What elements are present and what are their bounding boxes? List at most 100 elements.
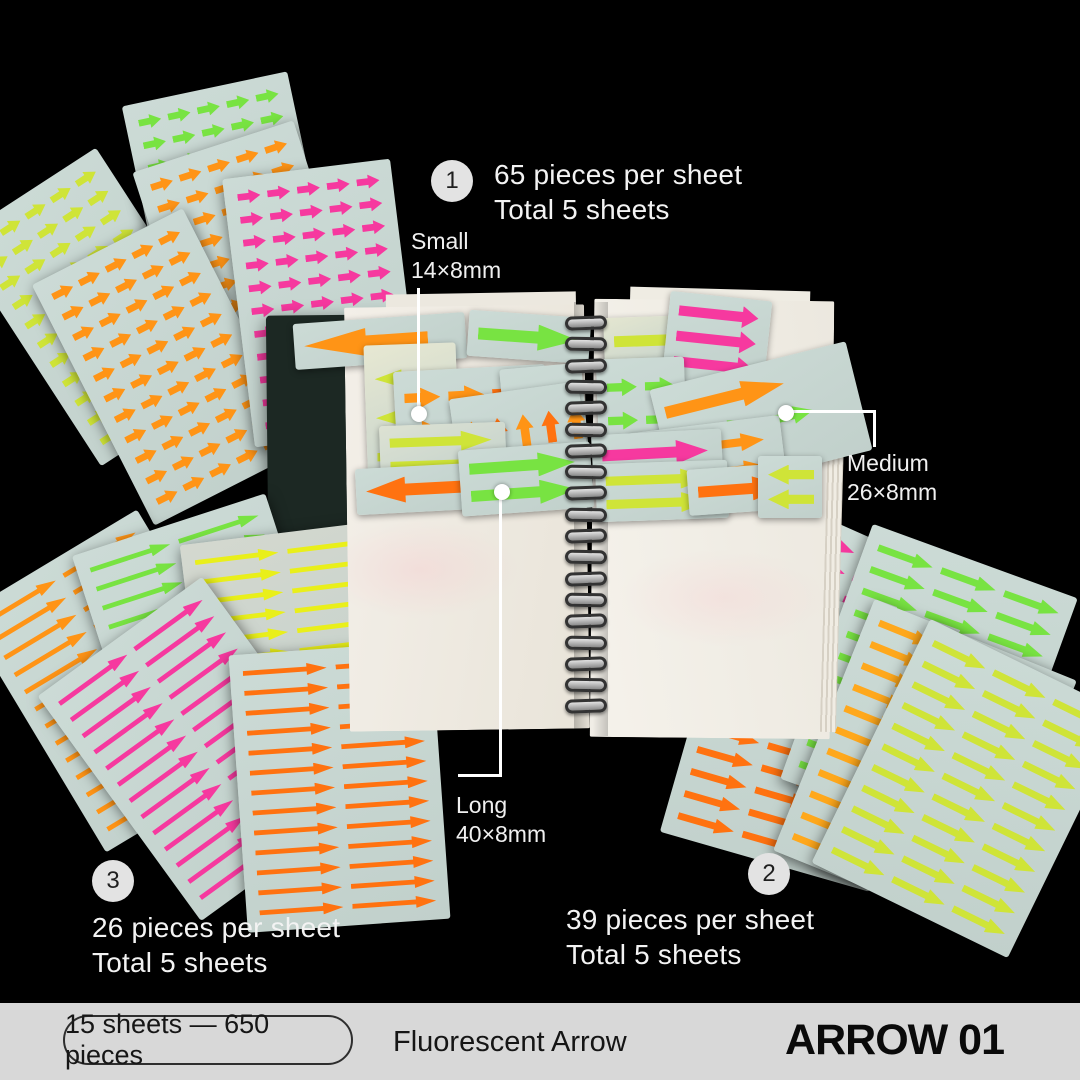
- arrow-sticker: [1001, 586, 1061, 620]
- arrow-row: [477, 320, 579, 353]
- arrow-sticker: [225, 93, 250, 111]
- product-code: ARROW 01: [785, 1016, 1005, 1064]
- spiral-loop: [564, 507, 608, 523]
- arrow-sticker: [349, 855, 434, 873]
- spiral-loop: [564, 635, 608, 650]
- arrow-sticker: [256, 861, 341, 879]
- arrow-sticker: [10, 234, 37, 258]
- arrow-sticker: [76, 267, 103, 290]
- arrow-sticker: [608, 411, 639, 430]
- arrow-sticker: [85, 185, 112, 209]
- arrow-sticker: [689, 764, 749, 794]
- callout-long-line-v: [499, 498, 502, 777]
- arrow-row: [768, 489, 814, 510]
- callout-small-label: Small 14×8mm: [411, 227, 501, 285]
- spiral-loop: [564, 656, 608, 672]
- arrow-sticker: [171, 321, 198, 344]
- callout-small-line: [417, 288, 420, 414]
- arrow-sticker: [160, 431, 187, 454]
- arrow-sticker: [356, 173, 381, 190]
- arrow-sticker: [115, 731, 190, 790]
- callout-long-dot: [494, 484, 510, 500]
- arrow-sticker: [194, 546, 279, 568]
- arrow-sticker: [269, 207, 294, 224]
- arrow-sticker: [224, 424, 251, 447]
- arrow-sticker: [209, 328, 236, 351]
- arrow-sticker: [676, 808, 736, 838]
- arrow-sticker: [113, 274, 140, 297]
- arrow-sticker: [876, 541, 936, 575]
- spec-3-line2: Total 5 sheets: [92, 947, 268, 978]
- arrow-sticker: [359, 196, 384, 213]
- arrow-row: [468, 450, 575, 481]
- arrow-sticker: [107, 328, 134, 351]
- arrow-sticker: [248, 279, 273, 296]
- arrow-sticker: [182, 342, 209, 365]
- arrow-sticker: [122, 424, 149, 447]
- arrow-sticker: [0, 270, 24, 294]
- arrow-sticker: [161, 301, 188, 324]
- arrow-sticker: [254, 821, 339, 839]
- arrow-sticker: [102, 383, 129, 406]
- spec-2-text: 39 pieces per sheet Total 5 sheets: [566, 902, 814, 972]
- arrow-sticker: [341, 735, 426, 753]
- arrow-sticker: [112, 403, 139, 426]
- arrow-sticker: [361, 219, 386, 236]
- callout-medium-label: Medium 26×8mm: [847, 449, 937, 507]
- spec-1-badge: 1: [431, 160, 473, 202]
- arrow-sticker: [258, 881, 343, 899]
- arrow-sticker: [266, 184, 291, 201]
- arrow-sticker: [248, 741, 333, 759]
- arrow-sticker: [242, 233, 267, 250]
- arrow-row: [768, 464, 814, 485]
- arrow-sticker: [219, 349, 246, 372]
- arrow-sticker: [342, 755, 427, 773]
- arrow-sticker: [470, 477, 577, 508]
- arrow-sticker: [364, 242, 389, 259]
- sheet-count-pill: 15 sheets — 650 pieces: [63, 1009, 353, 1070]
- arrow-sticker: [404, 387, 441, 409]
- arrow-row: [470, 477, 577, 508]
- arrow-sticker: [275, 253, 300, 270]
- arrow-sticker: [326, 177, 351, 194]
- sticker-sheet-mini: [758, 456, 822, 518]
- arrow-sticker: [299, 203, 324, 220]
- arrow-sticker: [365, 474, 464, 505]
- arrow-sticker: [207, 458, 234, 481]
- spec-2-line2: Total 5 sheets: [566, 939, 742, 970]
- arrow-sticker: [79, 682, 154, 741]
- spiral-loop: [564, 336, 608, 352]
- arrow-sticker: [22, 198, 49, 222]
- arrow-sticker: [252, 801, 337, 819]
- spiral-loop: [564, 443, 608, 459]
- arrow-sticker: [154, 485, 181, 508]
- arrow-sticker: [239, 211, 264, 228]
- arrow-sticker: [128, 369, 155, 392]
- arrow-sticker: [48, 182, 75, 206]
- arrow-sticker: [150, 779, 225, 838]
- arrow-sticker: [203, 383, 230, 406]
- arrow-sticker: [201, 122, 226, 140]
- arrow-sticker: [47, 237, 74, 261]
- spiral-loop: [564, 400, 608, 416]
- arrow-sticker: [142, 134, 167, 152]
- arrow-sticker: [188, 287, 215, 310]
- footer-bar: 15 sheets — 650 pieces Fluorescent Arrow…: [0, 1003, 1080, 1080]
- arrow-sticker: [247, 721, 332, 739]
- arrow-sticker: [280, 298, 305, 315]
- arrow-sticker: [251, 781, 336, 799]
- arrow-sticker: [68, 666, 143, 725]
- arrow-sticker: [255, 87, 280, 105]
- spiral-loop: [564, 464, 608, 480]
- arrow-sticker: [540, 409, 562, 443]
- arrow-sticker: [0, 250, 12, 274]
- spec-1-line1: 65 pieces per sheet: [494, 159, 743, 190]
- arrow-sticker: [149, 410, 176, 433]
- arrow-sticker: [351, 875, 436, 893]
- arrow-sticker: [171, 128, 196, 146]
- arrow-sticker: [35, 218, 62, 242]
- arrow-sticker: [213, 403, 240, 426]
- arrow-sticker: [103, 253, 130, 276]
- spiral-loop: [564, 528, 608, 544]
